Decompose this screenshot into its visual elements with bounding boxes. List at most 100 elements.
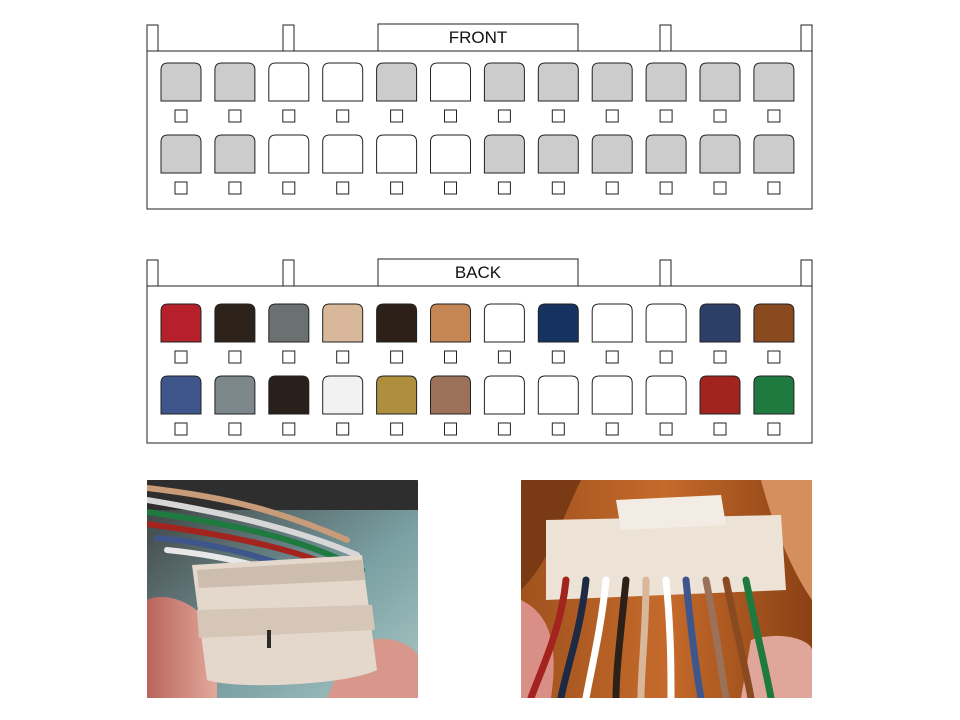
front-pin-checkbox — [228, 181, 242, 195]
back-pin-checkbox — [336, 350, 350, 364]
back-pin-checkbox — [605, 350, 619, 364]
back-pin-cavity — [160, 303, 202, 343]
front-pin-cavity — [483, 62, 525, 102]
back-pin-cavity — [214, 375, 256, 415]
front-pin-checkbox — [336, 109, 350, 123]
front-latch-tab — [282, 24, 295, 52]
back-pin-cavity — [430, 375, 471, 415]
back-pin-cavity — [160, 375, 202, 415]
back-label-box — [377, 258, 579, 287]
front-pin-checkbox — [551, 109, 565, 123]
back-pin-cavity — [268, 303, 310, 343]
front-pin-cavity — [537, 134, 579, 174]
front-pin-checkbox — [444, 109, 457, 123]
back-latch-tab — [282, 259, 295, 287]
back-pin-checkbox — [551, 422, 565, 436]
back-pin-checkbox — [444, 422, 457, 436]
back-pin-checkbox — [336, 422, 350, 436]
back-pin-checkbox — [659, 422, 673, 436]
back-pin-checkbox — [228, 422, 242, 436]
back-pin-checkbox — [497, 422, 511, 436]
back-pin-cavity — [483, 303, 525, 343]
front-pin-checkbox — [282, 181, 296, 195]
front-pin-checkbox — [605, 181, 619, 195]
back-pin-cavity — [268, 375, 310, 415]
front-pin-cavity — [214, 134, 256, 174]
back-pin-checkbox — [174, 350, 188, 364]
back-pin-cavity — [537, 303, 579, 343]
front-pin-cavity — [214, 62, 256, 102]
front-pin-checkbox — [767, 181, 781, 195]
front-pin-checkbox — [174, 181, 188, 195]
back-pin-cavity — [430, 303, 471, 343]
connector-photo-right — [521, 480, 812, 698]
front-pin-cavity — [645, 134, 687, 174]
front-pin-cavity — [483, 134, 525, 174]
front-pin-checkbox — [659, 109, 673, 123]
back-pin-cavity — [322, 375, 364, 415]
back-pin-checkbox — [174, 422, 188, 436]
back-pin-cavity — [591, 303, 633, 343]
front-pin-checkbox — [551, 181, 565, 195]
front-pin-checkbox — [767, 109, 781, 123]
front-pin-cavity — [322, 134, 364, 174]
front-pin-cavity — [376, 134, 418, 174]
back-pin-checkbox — [767, 350, 781, 364]
front-pin-checkbox — [497, 109, 511, 123]
front-pin-cavity — [645, 62, 687, 102]
back-pin-cavity — [322, 303, 364, 343]
front-pin-cavity — [268, 62, 310, 102]
back-pin-cavity — [376, 375, 418, 415]
front-housing — [146, 50, 813, 210]
front-pin-checkbox — [605, 109, 619, 123]
front-pin-cavity — [699, 62, 741, 102]
front-pin-cavity — [591, 134, 633, 174]
front-latch-tab — [800, 24, 813, 52]
back-pin-cavity — [645, 303, 687, 343]
back-pin-cavity — [591, 375, 633, 415]
front-pin-checkbox — [659, 181, 673, 195]
front-pin-checkbox — [390, 181, 404, 195]
back-pin-checkbox — [605, 422, 619, 436]
back-latch-tab — [146, 259, 159, 287]
back-housing — [146, 285, 813, 444]
front-latch-tab — [146, 24, 159, 52]
back-pin-checkbox — [551, 350, 565, 364]
back-pin-checkbox — [659, 350, 673, 364]
back-pin-cavity — [699, 375, 741, 415]
front-pin-checkbox — [228, 109, 242, 123]
front-pin-cavity — [699, 134, 741, 174]
back-pin-checkbox — [497, 350, 511, 364]
front-pin-checkbox — [444, 181, 457, 195]
back-pin-cavity — [376, 303, 418, 343]
front-pin-cavity — [376, 62, 418, 102]
back-pin-checkbox — [282, 422, 296, 436]
back-pin-cavity — [753, 303, 795, 343]
back-pin-checkbox — [713, 350, 727, 364]
front-pin-cavity — [322, 62, 364, 102]
connector-photo-left — [147, 480, 418, 698]
front-latch-tab — [659, 24, 672, 52]
front-pin-cavity — [430, 62, 471, 102]
back-pin-checkbox — [767, 422, 781, 436]
front-pin-checkbox — [174, 109, 188, 123]
back-pin-cavity — [753, 375, 795, 415]
back-pin-checkbox — [228, 350, 242, 364]
back-pin-cavity — [645, 375, 687, 415]
back-pin-cavity — [537, 375, 579, 415]
back-pin-checkbox — [282, 350, 296, 364]
front-pin-checkbox — [282, 109, 296, 123]
front-pin-cavity — [430, 134, 471, 174]
back-pin-checkbox — [713, 422, 727, 436]
front-pin-checkbox — [713, 181, 727, 195]
back-connector: BACK — [146, 258, 813, 444]
front-pin-checkbox — [390, 109, 404, 123]
connector-photo-left-image — [147, 480, 418, 698]
front-pin-cavity — [160, 134, 202, 174]
back-label: BACK — [455, 263, 502, 282]
front-pin-cavity — [753, 134, 795, 174]
front-pin-cavity — [160, 62, 202, 102]
front-pin-cavity — [537, 62, 579, 102]
back-pin-checkbox — [390, 350, 404, 364]
